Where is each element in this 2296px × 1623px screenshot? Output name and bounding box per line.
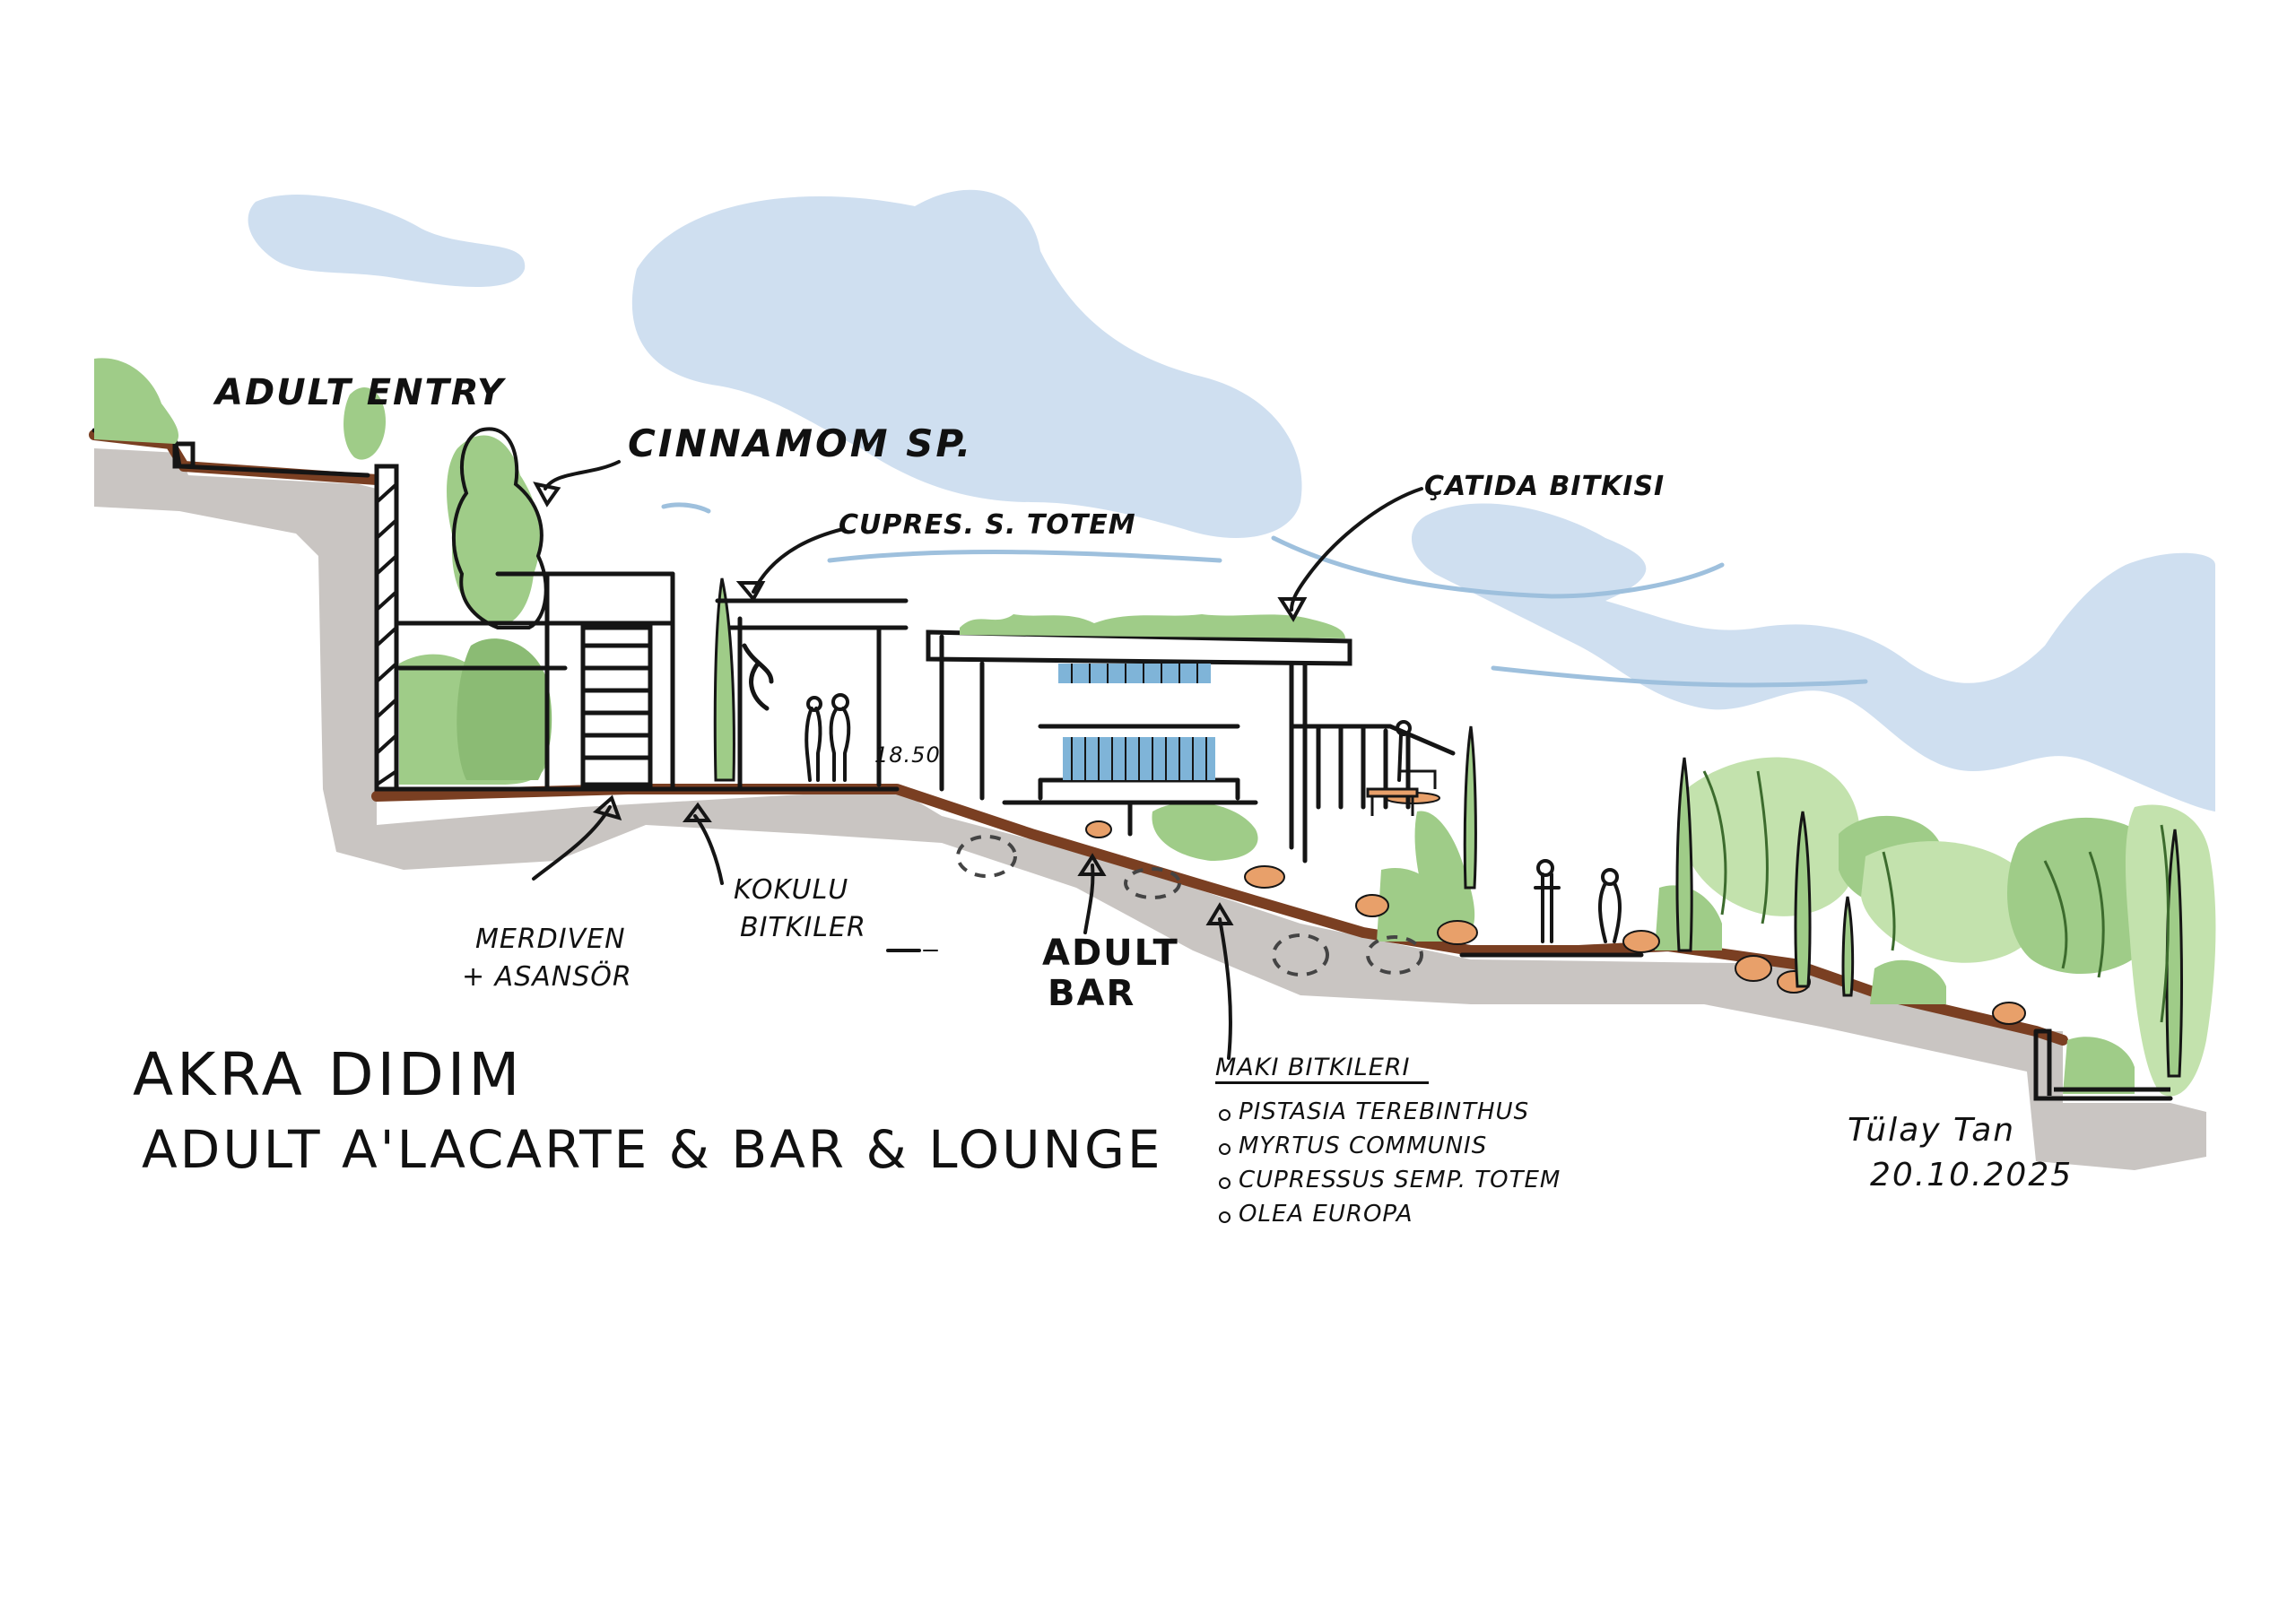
terrace-furniture (1366, 769, 1437, 816)
glazing (1058, 664, 1215, 780)
tree-scribbles (1702, 770, 2170, 1023)
retaining-wall (374, 464, 399, 792)
pavilion (926, 629, 1456, 864)
foliage (94, 358, 2216, 1097)
leader-lines (532, 460, 1423, 1060)
glazing-mullions (1071, 664, 1207, 780)
cinnamom-tree (451, 427, 548, 629)
cypress-trees (713, 577, 2183, 1078)
root-balls (956, 835, 1423, 976)
ground-section (94, 448, 2206, 1170)
figures (804, 693, 1622, 943)
green-roof (960, 614, 1345, 638)
right-retaining (2036, 1028, 2170, 1096)
sky-clouds (248, 189, 2215, 812)
sky-lines (661, 502, 1868, 688)
upper-building (396, 571, 909, 792)
